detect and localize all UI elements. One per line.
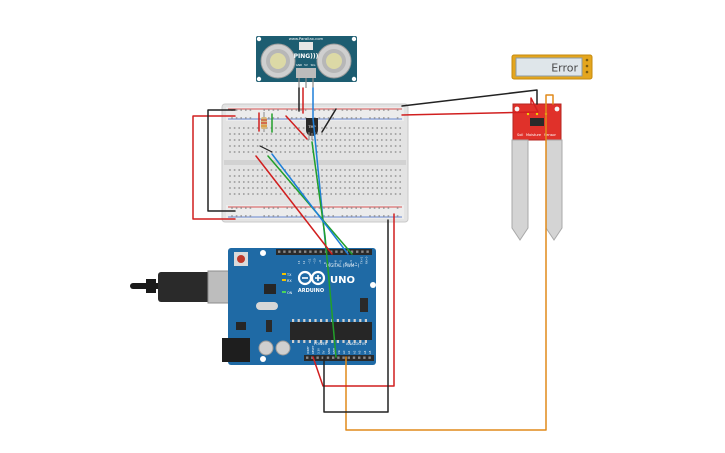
- wire-red-digital[interactable]: [255, 155, 333, 255]
- power-pin-label: Vin: [337, 350, 341, 354]
- wire-orange-signal[interactable]: [345, 94, 554, 431]
- ping-site-text: www.Parallax.com: [289, 36, 324, 41]
- transducer-left: [260, 43, 296, 79]
- moisture-prong-left: [511, 139, 529, 241]
- wire-black-tmp[interactable]: [321, 108, 337, 133]
- wire-black-gnd[interactable]: [323, 219, 389, 413]
- digital-pin-label: 7: [328, 262, 332, 264]
- analog-pin-label: A3: [358, 350, 362, 354]
- arduino-model-text: UNO: [330, 275, 355, 286]
- led-tx-label: TX: [286, 273, 292, 277]
- analog-pin-label: A0: [342, 350, 346, 354]
- arduino-logo-icon: [297, 270, 326, 286]
- digital-pin-label: ~3: [349, 260, 353, 264]
- power-pin-label: 3.3V: [316, 348, 320, 354]
- analog-pin-label: A5: [368, 350, 372, 354]
- power-pin-label: GND: [327, 348, 331, 354]
- arduino-uno-board[interactable]: ARDUINO UNO DIGITAL (PWM~) POWER ANALOG …: [130, 248, 376, 365]
- digital-pin-label: TX→1: [359, 256, 363, 264]
- analog-label: ANALOG IN: [346, 342, 366, 346]
- wire-black-left-rail[interactable]: [207, 109, 236, 212]
- digital-pin-label: ~5: [339, 260, 343, 264]
- ping-pin-sig: SIG: [311, 63, 316, 67]
- wire-blue-digital[interactable]: [271, 153, 349, 255]
- wire-red-moisture-vcc[interactable]: [401, 97, 539, 116]
- ping-brand-text: PING))): [294, 53, 319, 60]
- digital-pin-label: 8: [323, 262, 327, 264]
- digital-pin-label: 4: [344, 262, 348, 264]
- power-pin-label: 5V: [322, 350, 326, 354]
- digital-pin-label: ~9: [318, 260, 322, 264]
- analog-pin-label: A1: [347, 350, 351, 354]
- lcd-display[interactable]: Error: [511, 54, 593, 80]
- power-jack: [222, 338, 250, 362]
- lcd-text: Error: [551, 62, 578, 75]
- analog-pin-label: A4: [363, 350, 367, 354]
- analog-pin-label: A2: [352, 350, 356, 354]
- power-pin-label: IOREF: [306, 346, 310, 354]
- moisture-label-soil: Soil: [517, 133, 523, 137]
- digital-pin-label: 12: [302, 260, 306, 264]
- resistor[interactable]: [261, 112, 267, 132]
- digital-pin-label: RX←0: [365, 256, 369, 264]
- chip-pins: [292, 319, 367, 343]
- soil-moisture-sensor[interactable]: Soil Moisture Sensor: [511, 103, 563, 241]
- wire-red-left-rail[interactable]: [192, 115, 236, 220]
- arduino-logo-text: ARDUINO: [298, 288, 324, 294]
- wire-blue-ping-sig[interactable]: [312, 87, 327, 251]
- power-pin-label: RESET: [311, 345, 315, 354]
- ping-pin-gnd: GND: [296, 63, 302, 67]
- digital-pin-label: ~11: [307, 258, 311, 264]
- digital-label: DIGITAL (PWM~): [326, 263, 360, 268]
- power-pin-label: GND: [332, 348, 336, 354]
- moisture-label-sensor: Sensor: [544, 133, 557, 137]
- led-on-label: ON: [287, 291, 293, 295]
- wire-black-moisture-gnd[interactable]: [401, 89, 538, 107]
- header-holes: [278, 250, 371, 359]
- ping-pin-5v: 5V: [304, 63, 308, 67]
- digital-pin-label: 2: [354, 262, 358, 264]
- moisture-prong-right: [545, 139, 563, 241]
- wire-green-tmp-out[interactable]: [311, 141, 337, 358]
- wire-red-tmp[interactable]: [285, 115, 308, 140]
- digital-pin-label: 13: [297, 260, 301, 264]
- digital-pin-label: ~10: [313, 258, 317, 264]
- breadboard-holes: [229, 109, 401, 217]
- atmega-chip: [290, 322, 372, 340]
- tmp-label: TMP: [307, 125, 315, 129]
- transducer-right: [316, 43, 352, 79]
- wire-black-cross[interactable]: [259, 145, 273, 153]
- ultrasonic-sensor[interactable]: www.Parallax.com PING))) GND 5V SIG: [256, 36, 357, 88]
- digital-pin-label: ~6: [333, 260, 337, 264]
- moisture-label-moisture: Moisture: [526, 133, 541, 137]
- led-rx-label: RX: [287, 279, 292, 283]
- wires: [192, 87, 554, 431]
- wire-red-5v[interactable]: [312, 213, 395, 387]
- power-label: POWER: [314, 342, 328, 346]
